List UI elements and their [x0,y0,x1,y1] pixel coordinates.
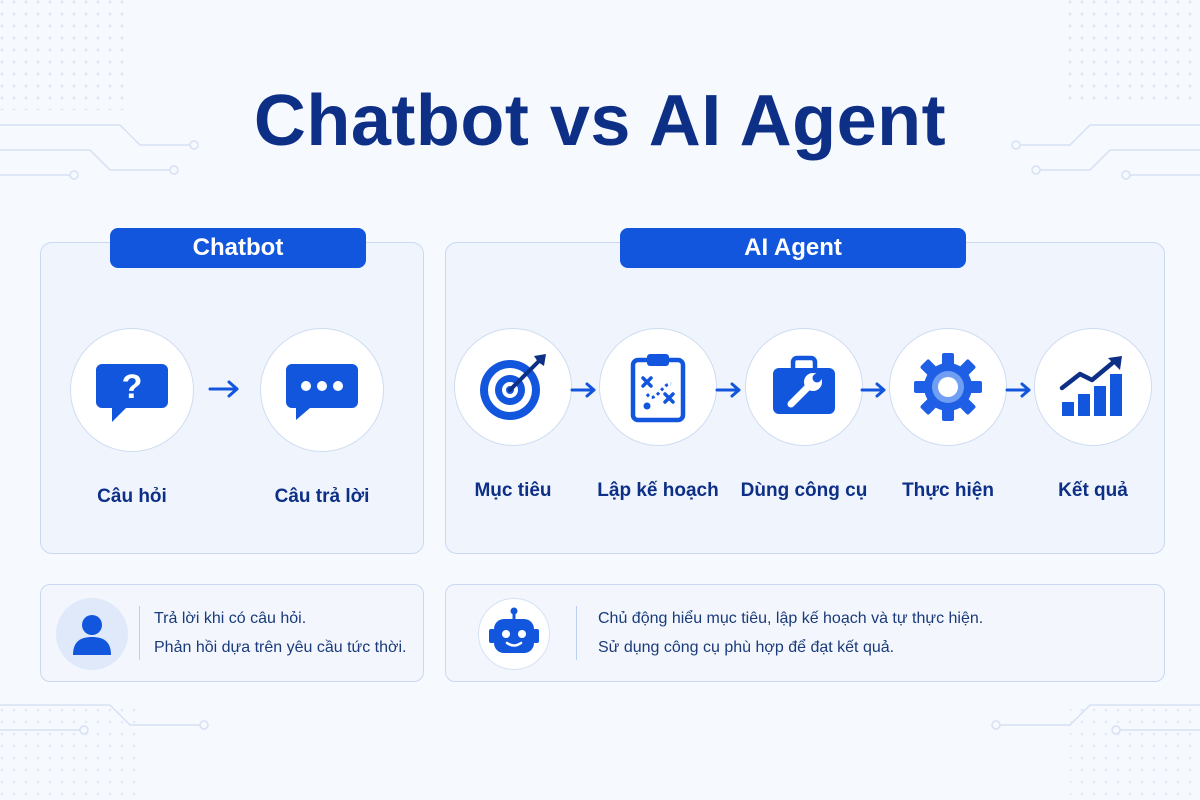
agent-step-label: Thực hiện [902,480,994,501]
chatbot-step-answer: Câu trả lời [247,328,397,508]
description-line: Phản hồi dựa trên yêu cầu tức thời. [154,639,407,656]
agent-header: AI Agent [620,228,966,268]
agent-step-tools: Dùng công cụ [729,328,879,502]
arrow-right-icon [715,382,741,398]
chatbot-step-label: Câu trả lời [274,486,370,507]
toolbox-icon [773,355,835,414]
agent-step-label: Mục tiêu [474,480,552,501]
description-line: Trả lời khi có câu hỏi. [154,610,307,627]
svg-text:?: ? [122,368,143,406]
agent-step-label: Lập kế hoạch [597,480,719,501]
page-title: Chatbot vs AI Agent [253,81,947,161]
user-avatar [56,598,128,670]
agent-description-card [445,584,1165,682]
arrow-right-icon [1005,382,1031,398]
gear-icon [914,353,982,421]
chatbot-step-question: ? Câu hỏi [57,328,207,508]
reply-bubble-icon [286,364,358,420]
target-icon [480,354,546,420]
arrow-right-icon [208,380,239,398]
agent-step-result: Kết quả [1018,328,1168,502]
question-bubble-icon: ? [96,364,168,422]
chatbot-description: Trả lời khi có câu hỏi. Phản hồi dựa trê… [154,604,407,662]
agent-step-goal: Mục tiêu [438,328,588,502]
clipboard-plan-icon [630,354,686,423]
chatbot-step-label: Câu hỏi [97,486,167,507]
description-line: Chủ động hiểu mục tiêu, lập kế hoạch và … [598,610,984,627]
arrow-right-icon [570,382,596,398]
robot-avatar [478,598,550,670]
growth-chart-icon [1059,356,1122,416]
robot-icon [489,607,539,653]
agent-description: Chủ động hiểu mục tiêu, lập kế hoạch và … [598,604,983,662]
agent-step-plan: Lập kế hoạch [583,328,733,502]
chatbot-header: Chatbot [110,228,366,268]
agent-step-label: Kết quả [1058,480,1128,501]
divider [139,606,140,660]
user-icon [73,615,111,655]
agent-step-execute: Thực hiện [873,328,1023,502]
divider [576,606,577,660]
agent-step-label: Dùng công cụ [740,480,868,501]
description-line: Sử dụng công cụ phù hợp để đạt kết quả. [598,639,895,656]
arrow-right-icon [860,382,886,398]
